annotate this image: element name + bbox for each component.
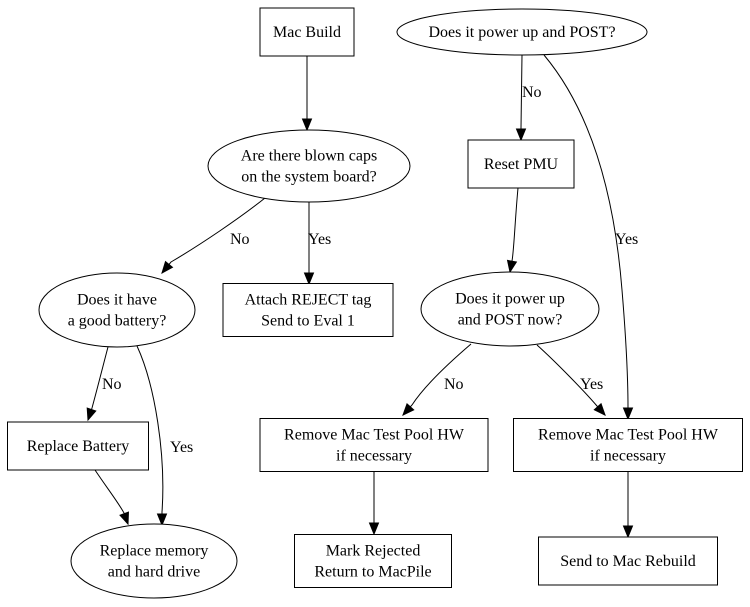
node-label: Does it power up <box>455 291 565 308</box>
edge-label-no: No <box>444 376 464 393</box>
process-box <box>467 139 575 189</box>
arrowhead-icon <box>622 525 634 539</box>
arrowhead-icon <box>301 118 313 132</box>
edge-line <box>136 345 164 525</box>
process-box <box>513 418 743 472</box>
arrowhead-icon <box>506 259 518 274</box>
node-label: Send to Mac Rebuild <box>560 553 696 570</box>
decision-ellipse <box>396 8 648 56</box>
node-label: Send to Eval 1 <box>261 313 355 330</box>
node-label: on the system board? <box>241 169 377 186</box>
edge-blown_caps-to-attach_reject: Yes <box>303 202 331 286</box>
process-box <box>222 283 394 337</box>
edge-replace_battery-to-replace_memory <box>94 469 129 526</box>
arrowhead-icon <box>402 402 415 416</box>
edge-good_battery-to-replace_memory: Yes <box>136 345 193 527</box>
decision-ellipse <box>70 523 238 599</box>
node-label: Are there blown caps <box>241 148 377 165</box>
node-label: Mac Build <box>273 24 341 41</box>
edge-label-yes: Yes <box>170 439 193 456</box>
process-box <box>7 421 149 471</box>
node-mac-build: Mac Build <box>259 7 355 57</box>
node-remove-hw-right: Remove Mac Test Pool HW if necessary <box>513 418 743 472</box>
edge-label-no: No <box>230 231 250 248</box>
edge-label-yes: Yes <box>308 231 331 248</box>
node-blown-caps: Are there blown caps on the system board? <box>207 129 411 203</box>
edge-line <box>543 54 629 419</box>
node-label: Mark Rejected <box>326 543 421 560</box>
edge-line <box>536 344 606 416</box>
edge-remove_hw_right-to-send_rebuild <box>622 472 634 539</box>
process-box <box>259 418 489 472</box>
node-label: Replace Battery <box>27 438 130 455</box>
node-label: if necessary <box>336 448 412 465</box>
decision-ellipse <box>207 129 411 203</box>
edge-line <box>161 197 266 274</box>
node-label: Does it have <box>77 292 157 309</box>
edge-mac_build-to-blown_caps <box>301 56 313 132</box>
arrowhead-icon <box>303 272 315 286</box>
node-label: Return to MacPile <box>314 564 431 581</box>
node-label: Attach REJECT tag <box>245 292 372 309</box>
node-label: Reset PMU <box>484 156 559 173</box>
edge-power_post-to-remove_hw_right: Yes <box>543 54 638 421</box>
arrowhead-icon <box>156 513 168 527</box>
process-box <box>538 536 718 586</box>
node-label: and hard drive <box>108 564 200 581</box>
node-power-post-now: Does it power up and POST now? <box>420 271 600 347</box>
edge-label-yes: Yes <box>580 376 603 393</box>
edge-line <box>402 343 472 416</box>
node-replace-battery: Replace Battery <box>7 421 149 471</box>
edge-line <box>509 187 519 273</box>
edge-power_post_now-to-remove_hw_right: Yes <box>536 344 606 416</box>
arrowhead-icon <box>161 260 174 275</box>
node-label: if necessary <box>590 448 666 465</box>
edge-line <box>87 346 109 421</box>
process-box <box>294 534 452 588</box>
node-label: Does it power up and POST? <box>428 24 615 41</box>
arrowhead-icon <box>622 407 634 421</box>
process-box <box>259 7 355 57</box>
arrowhead-icon <box>368 522 380 536</box>
edge-power_post_now-to-remove_hw_left: No <box>402 343 472 416</box>
edge-reset_pmu-to-power_post_now <box>506 187 519 274</box>
decision-ellipse <box>38 272 196 348</box>
node-good-battery: Does it have a good battery? <box>38 272 196 348</box>
edge-blown_caps-to-good_battery: No <box>161 197 266 275</box>
node-reset-pmu: Reset PMU <box>467 139 575 189</box>
node-label: Remove Mac Test Pool HW <box>538 427 719 444</box>
arrowhead-icon <box>86 407 97 422</box>
arrowhead-icon <box>593 402 606 416</box>
edge-label-no: No <box>522 84 542 101</box>
edge-label-no: No <box>102 376 122 393</box>
node-send-rebuild: Send to Mac Rebuild <box>538 536 718 586</box>
node-label: Replace memory <box>100 543 209 560</box>
edge-remove_hw_left-to-mark_rejected <box>368 472 380 536</box>
node-power-post: Does it power up and POST? <box>396 8 648 56</box>
decision-ellipse <box>420 271 600 347</box>
node-label: and POST now? <box>458 312 563 329</box>
edge-power_post-to-reset_pmu: No <box>515 54 542 142</box>
edge-good_battery-to-replace_battery: No <box>86 346 122 422</box>
arrowhead-icon <box>119 511 129 526</box>
node-label: a good battery? <box>68 313 167 330</box>
node-replace-memory: Replace memory and hard drive <box>70 523 238 599</box>
edge-line <box>94 469 129 525</box>
edge-label-yes: Yes <box>615 231 638 248</box>
arrowhead-icon <box>515 128 527 142</box>
node-remove-hw-left: Remove Mac Test Pool HW if necessary <box>259 418 489 472</box>
node-label: Remove Mac Test Pool HW <box>284 427 465 444</box>
